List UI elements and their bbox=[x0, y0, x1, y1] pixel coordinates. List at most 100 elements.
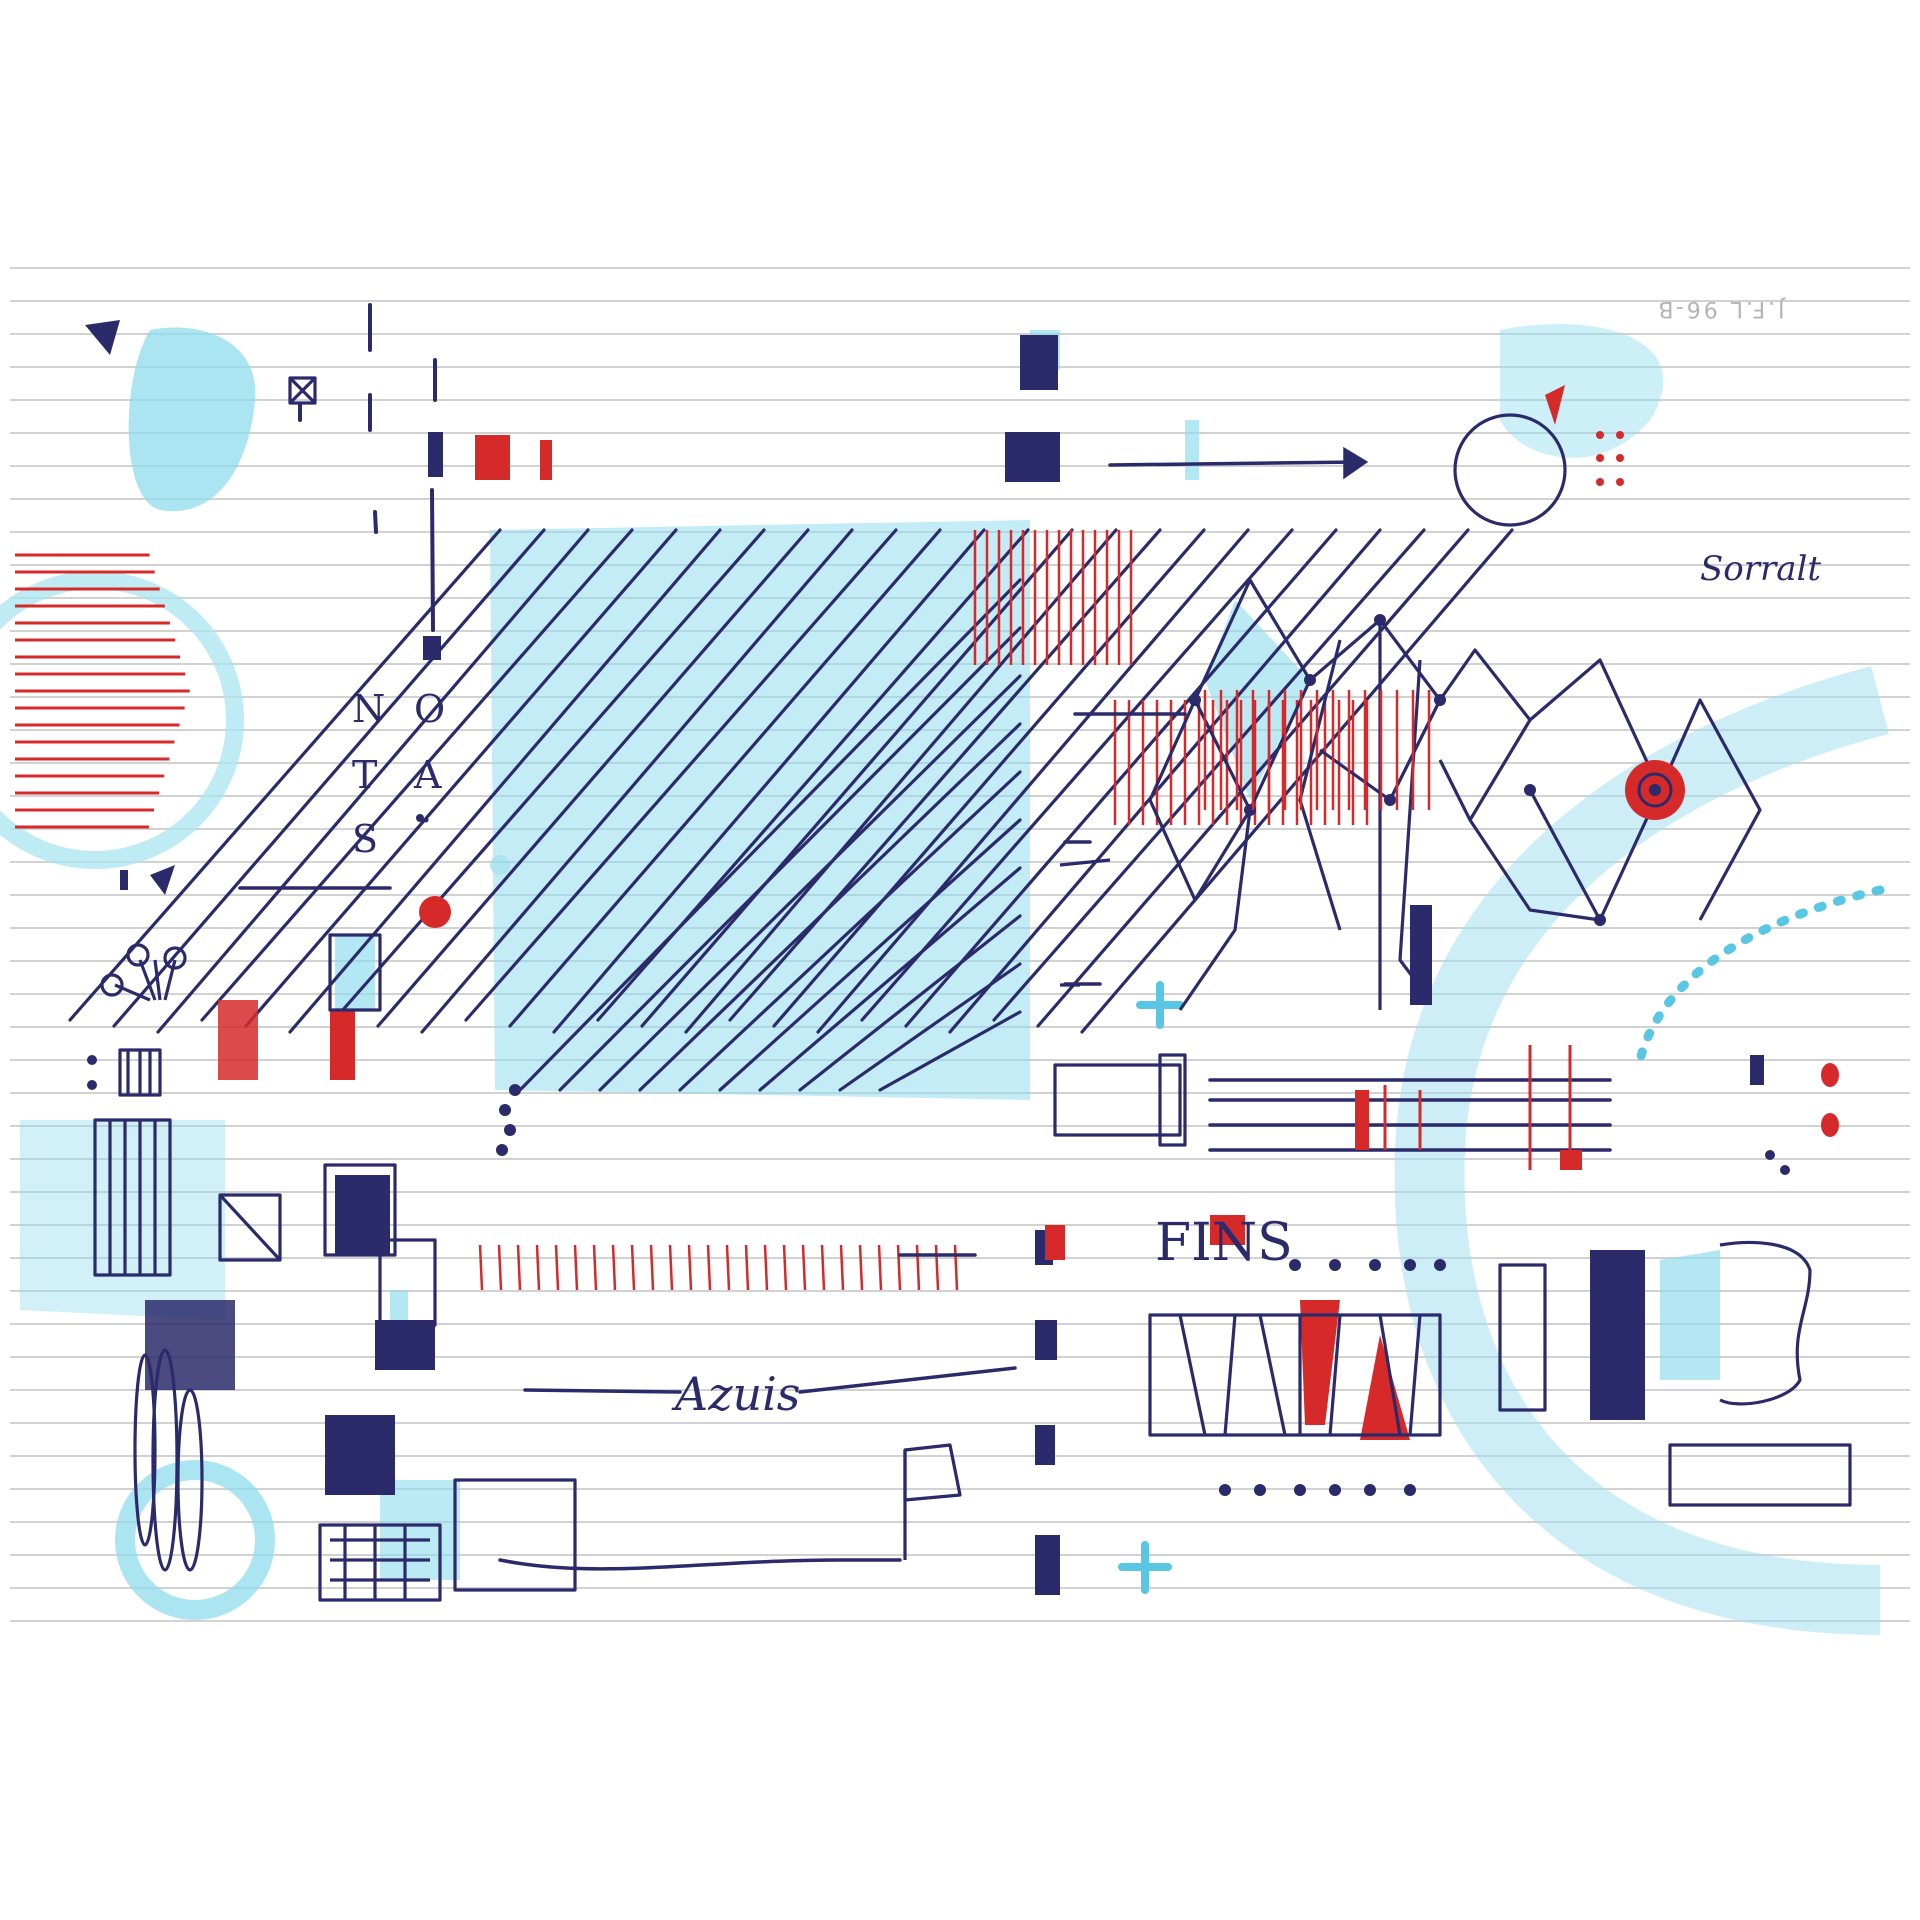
stroke bbox=[376, 528, 810, 1028]
target-circle bbox=[1625, 760, 1685, 820]
paper-ref-label: J.F.L 96-B bbox=[1655, 296, 1786, 321]
stroke bbox=[535, 1244, 541, 1291]
stroke bbox=[678, 770, 1022, 1092]
stroke bbox=[798, 914, 1022, 1092]
notas-letter-s: S bbox=[352, 817, 378, 861]
label-fins: FINS bbox=[1155, 1213, 1293, 1273]
wash-main-square bbox=[490, 520, 1030, 1100]
notas-letter-o: O bbox=[414, 687, 445, 731]
stroke bbox=[552, 528, 986, 1034]
stroke bbox=[878, 1010, 1022, 1092]
stroke bbox=[598, 674, 1022, 1092]
stroke bbox=[992, 528, 1426, 1022]
ink-blocks bbox=[85, 320, 1764, 1595]
stroke bbox=[668, 1244, 674, 1291]
stroke bbox=[839, 1244, 845, 1291]
stroke bbox=[112, 528, 546, 1028]
stroke bbox=[684, 528, 1118, 1034]
wash-figure-right bbox=[1660, 1250, 1720, 1380]
stroke bbox=[554, 1244, 560, 1291]
stroke bbox=[948, 528, 1382, 1034]
stroke bbox=[244, 528, 678, 1028]
hbar-red-lines bbox=[1383, 1045, 1572, 1170]
stroke bbox=[288, 528, 722, 1034]
cyan-dashed-arc bbox=[1635, 885, 1885, 1065]
stroke bbox=[332, 528, 766, 1022]
wash-bar-mark bbox=[1185, 420, 1199, 480]
wash-topleft bbox=[128, 327, 256, 512]
stroke bbox=[915, 1244, 921, 1291]
red-tick-row bbox=[478, 1244, 959, 1291]
stroke bbox=[497, 1244, 503, 1291]
stroke bbox=[156, 528, 590, 1034]
stroke bbox=[611, 1244, 617, 1291]
arrow-azuis-left bbox=[523, 1388, 682, 1394]
arrows bbox=[238, 446, 1612, 1571]
stroke bbox=[763, 1244, 769, 1291]
stroke bbox=[518, 578, 1022, 1092]
plus-sign-2 bbox=[1118, 1541, 1172, 1594]
stroke bbox=[573, 1244, 579, 1291]
stroke bbox=[508, 528, 942, 1028]
wash-left-mid bbox=[20, 1120, 225, 1320]
diagonal-hatch-square bbox=[68, 528, 1514, 1092]
stroke bbox=[516, 1244, 522, 1291]
stroke bbox=[558, 626, 1022, 1092]
stroke bbox=[687, 1244, 693, 1291]
stroke bbox=[649, 1244, 655, 1291]
stroke bbox=[816, 528, 1250, 1034]
stroke bbox=[728, 528, 1162, 1022]
arrowhead-top bbox=[1343, 446, 1369, 480]
stroke bbox=[858, 1244, 864, 1291]
stroke bbox=[801, 1244, 807, 1291]
red-stripes-left bbox=[15, 553, 190, 829]
box-x bbox=[288, 376, 317, 405]
stroke bbox=[744, 1244, 750, 1291]
vertical-ticks-col bbox=[298, 303, 437, 632]
stroke bbox=[478, 1244, 484, 1291]
stroke bbox=[706, 1244, 712, 1291]
notas-letter-n: N bbox=[352, 687, 385, 731]
arrow-azuis-right bbox=[798, 1366, 1017, 1394]
notas-letter-a: A bbox=[413, 753, 442, 797]
stroke bbox=[758, 866, 1022, 1092]
stroke bbox=[782, 1244, 788, 1291]
stroke bbox=[725, 1244, 731, 1291]
stroke bbox=[592, 1244, 598, 1291]
notas-column-2: O A . bbox=[413, 687, 445, 831]
stroke bbox=[838, 962, 1022, 1092]
plus-signs bbox=[1118, 981, 1184, 1594]
stroke bbox=[772, 528, 1206, 1028]
stroke bbox=[904, 528, 1338, 1028]
label-azuis: Azuis bbox=[671, 1367, 800, 1421]
plus-sign-1 bbox=[1136, 981, 1184, 1029]
long-line-bottom bbox=[498, 1558, 902, 1571]
stroke bbox=[953, 1244, 959, 1291]
label-scribble-word: Sorralt bbox=[1700, 549, 1821, 589]
stroke bbox=[420, 528, 854, 1034]
stroke bbox=[877, 1244, 883, 1291]
wash-blob-small bbox=[490, 855, 510, 875]
notas-column-1: N T S bbox=[352, 687, 385, 861]
ink-outlines bbox=[93, 376, 1852, 1602]
notas-letter-dot: . bbox=[420, 787, 432, 831]
stroke bbox=[820, 1244, 826, 1291]
stroke bbox=[896, 1244, 902, 1291]
notas-letter-t: T bbox=[352, 753, 377, 797]
stroke bbox=[200, 528, 634, 1022]
wash-bottom-circle bbox=[115, 1460, 275, 1620]
stroke bbox=[464, 528, 898, 1022]
stroke bbox=[860, 528, 1294, 1022]
stroke bbox=[640, 528, 1074, 1028]
stroke bbox=[718, 818, 1022, 1092]
red-vertical-hatch-top bbox=[973, 530, 1133, 665]
wash-left-circle bbox=[0, 571, 244, 869]
stroke bbox=[630, 1244, 636, 1291]
ink-dots bbox=[87, 814, 1790, 1496]
arrow-top bbox=[1108, 460, 1362, 467]
stroke bbox=[638, 722, 1022, 1092]
lattice-red-fill bbox=[1203, 690, 1431, 810]
stroke bbox=[68, 528, 502, 1022]
stroke bbox=[934, 1244, 940, 1291]
